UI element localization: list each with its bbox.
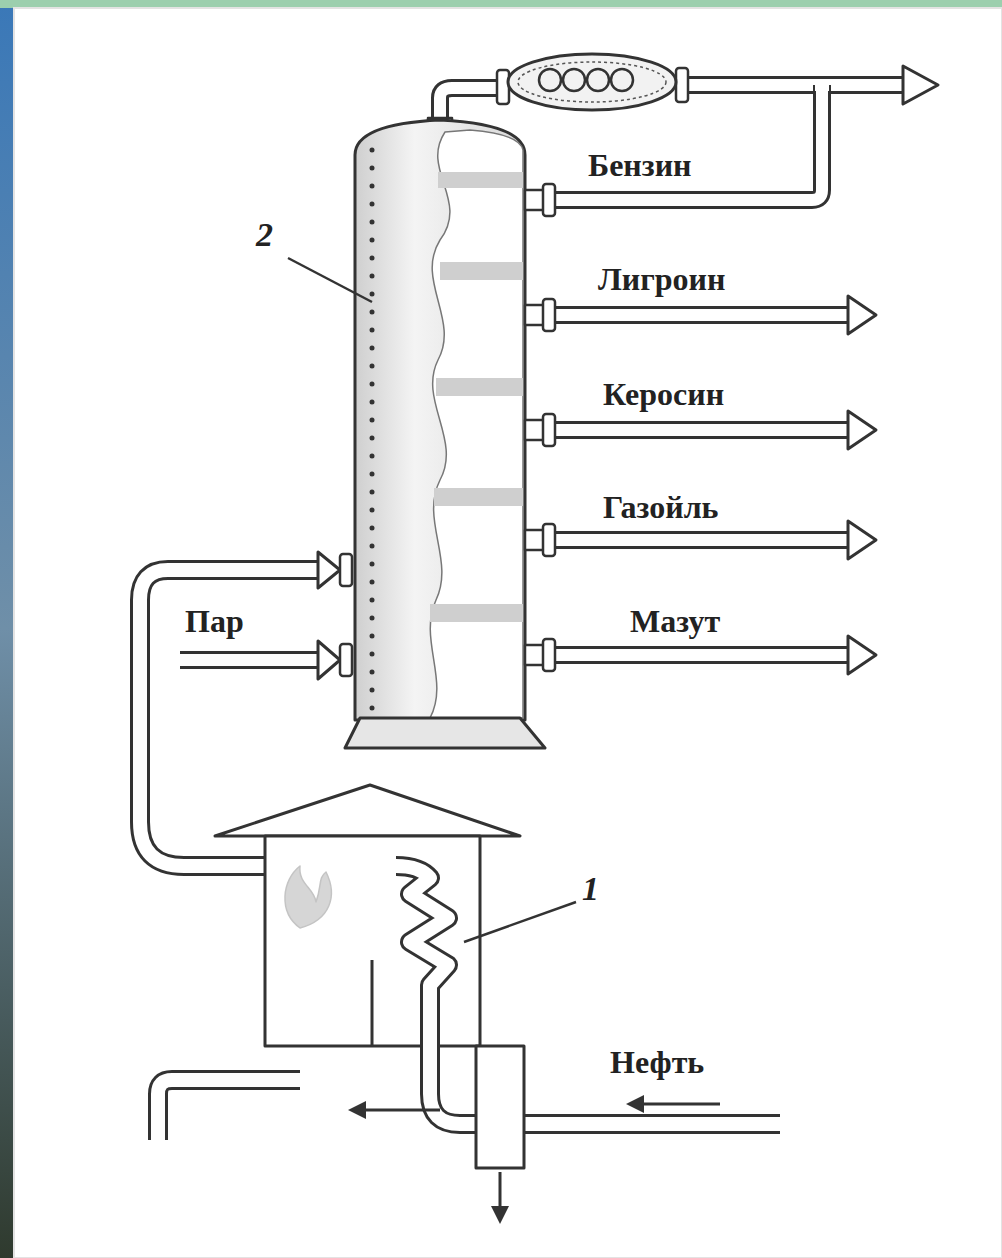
- condenser: [497, 54, 688, 110]
- product-outlets: [525, 184, 876, 674]
- product-label: Лигроин: [598, 262, 725, 297]
- distillation-column: [345, 120, 545, 748]
- frame: [14, 8, 1002, 1258]
- inlet-label: Пар: [185, 604, 244, 639]
- product-label: Бензин: [588, 148, 692, 183]
- callout-number: 2: [256, 216, 273, 253]
- top-bar: [0, 0, 1002, 8]
- left-strip: [0, 0, 14, 1258]
- leader-line: [464, 902, 576, 942]
- inlet-label: Нефть: [610, 1045, 704, 1080]
- product-label: Газойль: [603, 490, 719, 525]
- product-label: Керосин: [603, 377, 724, 412]
- product-label: Мазут: [630, 604, 720, 639]
- tube-furnace: [158, 785, 780, 1224]
- leader-line: [288, 258, 372, 302]
- callout-number: 1: [582, 870, 599, 907]
